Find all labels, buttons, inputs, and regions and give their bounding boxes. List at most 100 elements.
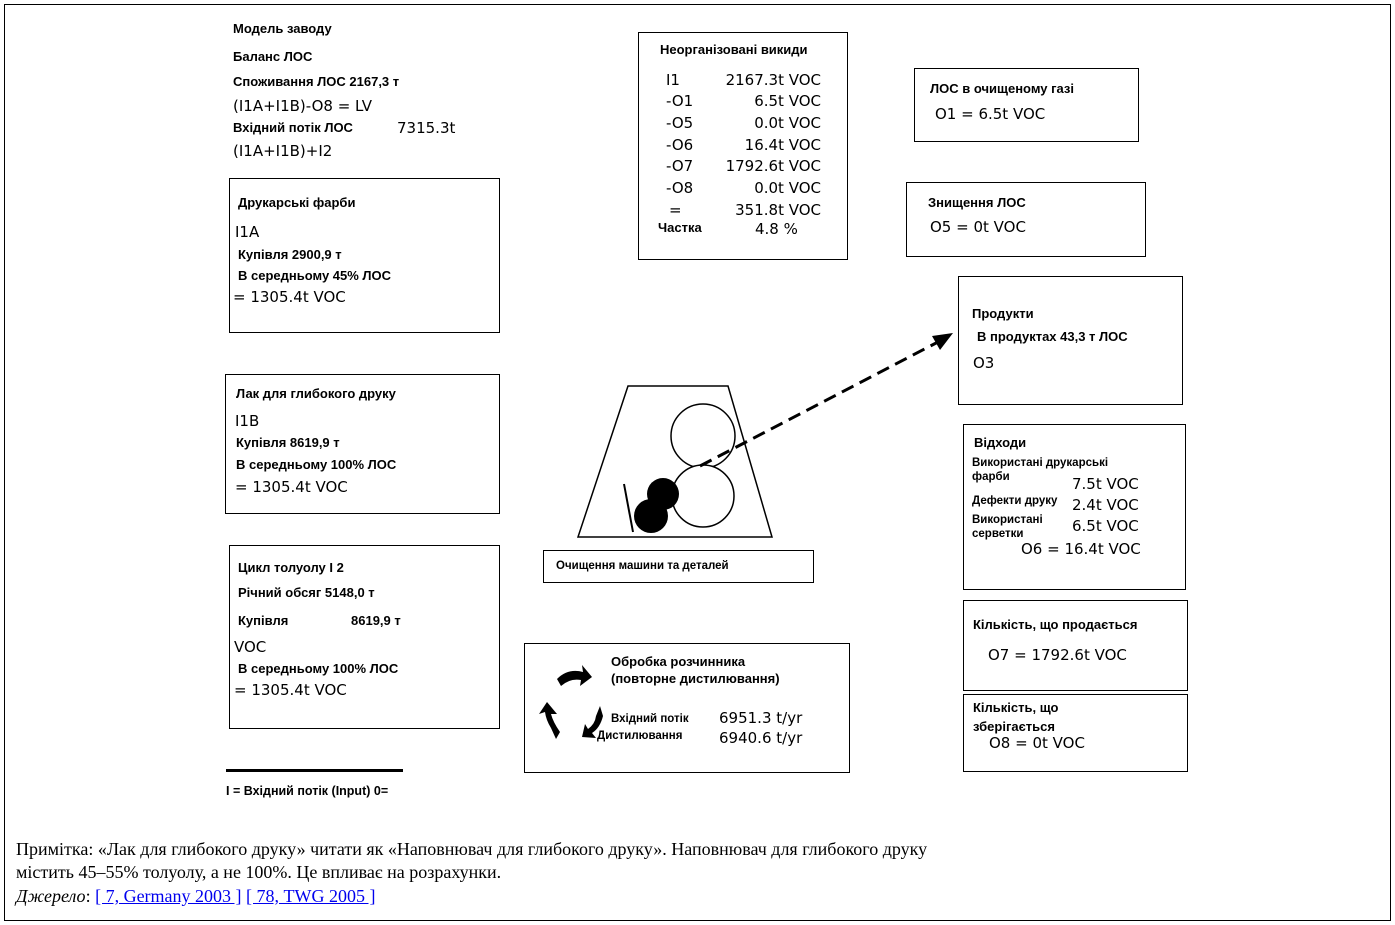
source-line: Джерело: [ 7, Germany 2003 ] [ 78, TWG 2… <box>16 886 376 907</box>
destruction-title: Знищення ЛОС <box>928 195 1026 210</box>
inks-value: = 1305.4t VOC <box>233 288 346 306</box>
waste-total: O6 = 16.4t VOC <box>1021 540 1141 558</box>
recycle-arrows-icon <box>539 665 603 739</box>
fugitive-row-label: = <box>669 201 682 219</box>
solvent-treatment-box: Обробка розчинника (повторне дистилюванн… <box>524 643 850 773</box>
solvent-distillation-label: Дистилювання <box>597 730 683 742</box>
upper-roller <box>670 403 736 469</box>
cleaned-gas-value: O1 = 6.5t VOC <box>935 105 1046 123</box>
toluene-value: = 1305.4t VOC <box>234 681 347 699</box>
fugitive-row-label: -O1 <box>666 92 694 110</box>
arrow-head-icon <box>932 333 953 350</box>
fugitive-row-label: -O5 <box>666 114 694 132</box>
lacquer-value: = 1305.4t VOC <box>235 478 348 496</box>
source-separator: : <box>85 886 96 906</box>
toluene-purchase-value: 8619,9 т <box>351 613 401 628</box>
toluene-title: Цикл толуолу I 2 <box>238 560 344 575</box>
machine-cleaning-label: Очищення машини та деталей <box>556 560 729 572</box>
fugitive-row-value: 2167.3t VOC <box>725 71 821 89</box>
stored-title-2: зберігається <box>973 719 1055 734</box>
solvent-title-1: Обробка розчинника <box>611 654 746 669</box>
fugitive-row-label: I1 <box>666 71 680 89</box>
waste-defects-value: 2.4t VOC <box>1072 496 1139 514</box>
toluene-annual: Річний обсяг 5148,0 т <box>238 585 375 600</box>
waste-wipes-label-1: Використані <box>972 514 1043 526</box>
cleaned-gas-title: ЛОС в очищеному газі <box>930 81 1074 96</box>
fugitive-row-label: -O8 <box>666 179 694 197</box>
fugitive-row-value: 6.5t VOC <box>754 92 821 110</box>
recycle-arrow-top-icon <box>557 665 592 686</box>
fugitive-row-value: 1792.6t VOC <box>725 157 821 175</box>
fugitive-row-label: -O7 <box>666 157 694 175</box>
model-input-label: Вхідний потік ЛОС <box>233 120 353 135</box>
fugitive-share-value: 4.8 % <box>755 220 798 238</box>
solvent-input-label: Вхідний потік <box>611 713 689 725</box>
sold-box: Кількість, що продається O7 = 1792.6t VO… <box>963 600 1188 691</box>
waste-wipes-value: 6.5t VOC <box>1072 517 1139 535</box>
doctor-blade <box>623 483 634 533</box>
fugitive-title: Неорганізовані викиди <box>660 42 808 57</box>
doctor-roller <box>634 499 668 533</box>
fugitive-emissions-box: Неорганізовані викиди I1 2167.3t VOC -O1… <box>638 32 848 260</box>
waste-box: Відходи Використані друкарські фарби 7.5… <box>963 424 1186 590</box>
stored-box: Кількість, що зберігається O8 = 0t VOC <box>963 694 1188 772</box>
toluene-cycle-box: Цикл толуолу I 2 Річний обсяг 5148,0 т К… <box>229 545 500 729</box>
waste-wipes-label-2: серветки <box>972 528 1024 540</box>
fugitive-row-value: 351.8t VOC <box>735 201 821 219</box>
fugitive-row-value: 16.4t VOC <box>744 136 821 154</box>
reference-link-twg[interactable]: [ 78, TWG 2005 ] <box>246 886 376 906</box>
diagram-frame <box>4 4 1391 921</box>
solvent-distillation-value: 6940.6 t/yr <box>719 729 803 747</box>
press-trapezoid <box>576 385 773 538</box>
waste-inks-label-2: фарби <box>972 471 1010 483</box>
dashed-arrow-line <box>699 340 939 468</box>
note-line-1: Примітка: «Лак для глибокого друку» чита… <box>16 839 928 859</box>
model-input-value: 7315.3t <box>397 119 456 137</box>
product-flow-arrow <box>699 333 953 468</box>
cleaned-gas-box: ЛОС в очищеному газі O1 = 6.5t VOC <box>914 68 1139 142</box>
products-box: Продукти В продуктах 43,3 т ЛОС O3 <box>958 276 1183 405</box>
model-consumption: Споживання ЛОС 2167,3 т <box>233 74 400 89</box>
inks-purchase: Купівля 2900,9 т <box>238 247 342 262</box>
sold-value: O7 = 1792.6t VOC <box>988 646 1127 664</box>
waste-inks-value: 7.5t VOC <box>1072 475 1139 493</box>
legend-text: I = Вхідний потік (Input) 0= <box>226 784 389 798</box>
waste-defects-label: Дефекти друку <box>972 495 1058 507</box>
stored-title-1: Кількість, що <box>973 700 1059 715</box>
note-line-2: містить 45–55% толуолу, а не 100%. Це вп… <box>16 862 502 882</box>
lacquer-purchase: Купівля 8619,9 т <box>236 435 340 450</box>
lacquer-title: Лак для глибокого друку <box>236 386 396 401</box>
recycle-arrow-left-icon <box>539 702 560 739</box>
toluene-average: В середньому 100% ЛОС <box>238 661 399 676</box>
products-code: O3 <box>973 354 995 372</box>
legend-line <box>226 769 403 772</box>
toluene-purchase-label: Купівля <box>238 613 289 628</box>
waste-inks-label-1: Використані друкарські <box>972 457 1109 469</box>
voc-destruction-box: Знищення ЛОС O5 = 0t VOC <box>906 182 1146 257</box>
source-label: Джерело <box>16 886 86 906</box>
model-title: Модель заводу <box>233 21 332 36</box>
toluene-voc: VOC <box>234 638 267 656</box>
reference-link-germany[interactable]: [ 7, Germany 2003 ] <box>95 886 242 906</box>
printing-press-graphic <box>576 385 773 538</box>
lacquer-average: В середньому 100% ЛОС <box>236 457 397 472</box>
stored-value: O8 = 0t VOC <box>989 734 1085 752</box>
model-formula-1: (I1A+I1B)-O8 = LV <box>233 97 373 115</box>
lacquer-code: I1B <box>235 412 260 430</box>
products-line: В продуктах 43,3 т ЛОС <box>977 329 1128 344</box>
solvent-title-2: (повторне дистилювання) <box>611 671 780 686</box>
model-balance: Баланс ЛОС <box>233 49 313 64</box>
fugitive-row-value: 0.0t VOC <box>754 114 821 132</box>
inks-title: Друкарські фарби <box>238 195 356 210</box>
fugitive-row-label: -O6 <box>666 136 694 154</box>
printing-inks-box: Друкарські фарби I1A Купівля 2900,9 т В … <box>229 178 500 333</box>
recycle-arrow-right-icon <box>582 706 603 738</box>
model-formula-2: (I1A+I1B)+I2 <box>233 142 333 160</box>
gravure-lacquer-box: Лак для глибокого друку I1B Купівля 8619… <box>225 374 500 514</box>
solvent-input-value: 6951.3 t/yr <box>719 709 803 727</box>
fugitive-share-label: Частка <box>658 220 702 235</box>
sold-title: Кількість, що продається <box>973 617 1138 632</box>
machine-cleaning-box: Очищення машини та деталей <box>543 550 814 583</box>
destruction-value: O5 = 0t VOC <box>930 218 1026 236</box>
